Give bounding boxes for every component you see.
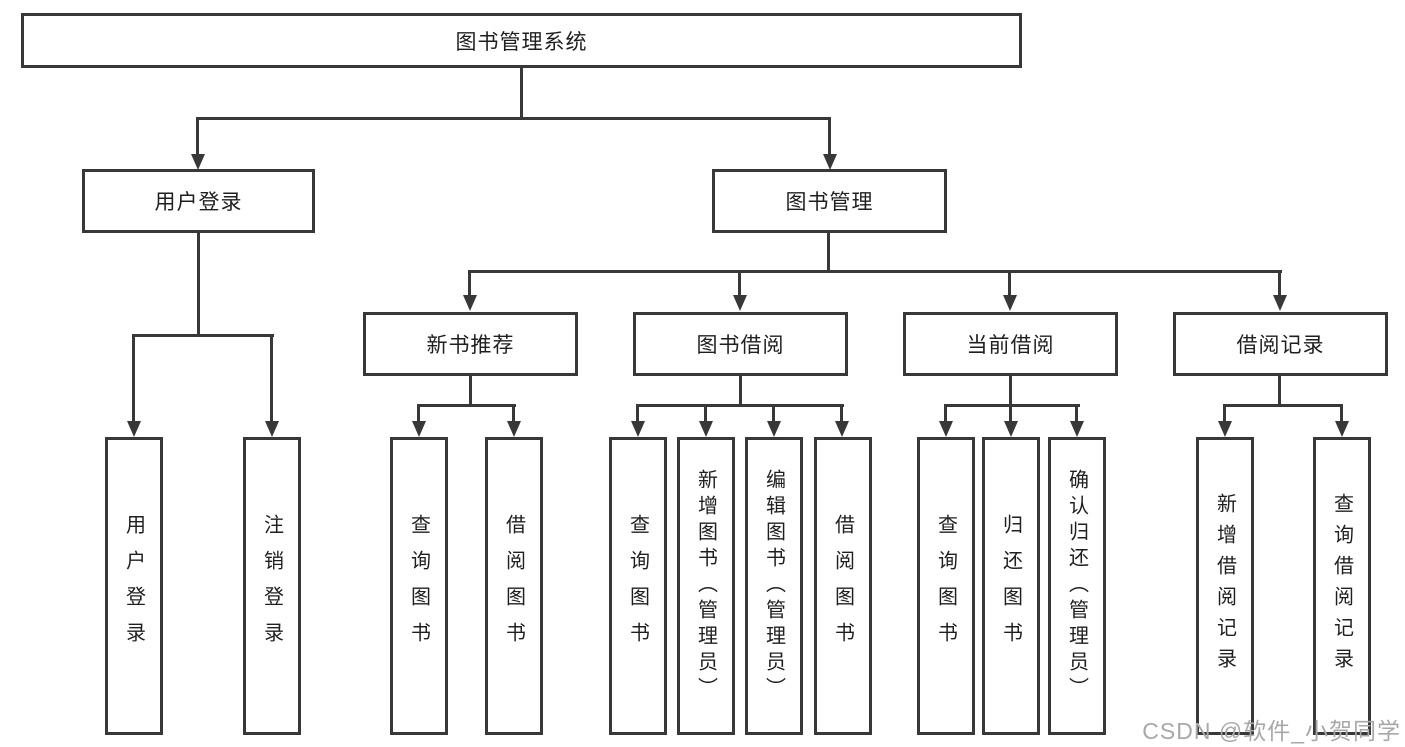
connector-root-split bbox=[196, 117, 831, 120]
arrowhead-new-book-icon bbox=[463, 295, 477, 311]
arrowhead-borrowing-records-icon bbox=[1273, 295, 1287, 311]
arrowhead-leaf-user-login-icon bbox=[127, 421, 141, 437]
connector-book-borrowing-stem bbox=[739, 376, 742, 407]
connector-borrowing-records-stem bbox=[1278, 376, 1281, 407]
connector-drop-bb-add bbox=[704, 404, 707, 425]
connector-drop-br-query bbox=[1340, 404, 1343, 425]
leaf-add-borrow-record: 新增借阅记录 bbox=[1196, 437, 1254, 735]
arrowhead-leaf-logout-icon bbox=[265, 421, 279, 437]
leaf-edit-books-admin: 编辑图书（管理员） bbox=[745, 437, 803, 735]
arrowhead-nb-query-icon bbox=[412, 421, 426, 437]
arrowhead-bb-edit-icon bbox=[767, 421, 781, 437]
arrowhead-book-borrowing-icon bbox=[733, 295, 747, 311]
connector-drop-cb-return bbox=[1009, 404, 1012, 425]
connector-drop-cb-query bbox=[944, 404, 947, 425]
connector-drop-leaf-logout bbox=[270, 334, 273, 425]
csdn-watermark: CSDN @软件_小贺同学 bbox=[1142, 718, 1401, 744]
leaf-borrow-books-recommend: 借阅图书 bbox=[485, 437, 543, 735]
arrowhead-br-add-icon bbox=[1218, 421, 1232, 437]
connector-current-borrowing-stem bbox=[1009, 376, 1012, 407]
arrowhead-current-borrowing-icon bbox=[1003, 295, 1017, 311]
arrowhead-user-login-icon bbox=[191, 154, 205, 170]
node-current-borrowing: 当前借阅 bbox=[903, 312, 1118, 376]
arrowhead-br-query-icon bbox=[1335, 421, 1349, 437]
connector-current-borrowing-split bbox=[944, 404, 1080, 407]
leaf-query-books-current: 查询图书 bbox=[917, 437, 975, 735]
connector-root-stem bbox=[520, 68, 523, 117]
arrowhead-bb-query-icon bbox=[631, 421, 645, 437]
connector-new-book-stem bbox=[469, 376, 472, 407]
node-borrowing-records: 借阅记录 bbox=[1173, 312, 1388, 376]
connector-drop-bb-query bbox=[636, 404, 639, 425]
connector-user-login-stem bbox=[197, 233, 200, 337]
leaf-query-borrow-record: 查询借阅记录 bbox=[1313, 437, 1371, 735]
connector-drop-nb-query bbox=[417, 404, 420, 425]
leaf-logout: 注销登录 bbox=[243, 437, 301, 735]
connector-book-management-stem bbox=[827, 233, 830, 273]
arrowhead-book-management-icon bbox=[823, 154, 837, 170]
arrowhead-cb-return-icon bbox=[1004, 421, 1018, 437]
leaf-query-books-recommend: 查询图书 bbox=[390, 437, 448, 735]
connector-drop-book-borrowing bbox=[738, 270, 741, 299]
connector-drop-new-book bbox=[468, 270, 471, 299]
connector-borrowing-records-split bbox=[1223, 404, 1343, 407]
connector-drop-nb-borrow bbox=[512, 404, 515, 425]
node-new-book-recommend: 新书推荐 bbox=[363, 312, 578, 376]
arrowhead-cb-confirm-icon bbox=[1070, 421, 1084, 437]
node-book-borrowing: 图书借阅 bbox=[633, 312, 848, 376]
arrowhead-cb-query-icon bbox=[939, 421, 953, 437]
connector-book-borrowing-split bbox=[636, 404, 844, 407]
connector-drop-bb-edit bbox=[772, 404, 775, 425]
node-user-login: 用户登录 bbox=[82, 169, 315, 233]
node-book-management: 图书管理 bbox=[712, 169, 947, 233]
leaf-return-books: 归还图书 bbox=[982, 437, 1040, 735]
connector-drop-book-management bbox=[828, 117, 831, 158]
leaf-add-books-admin: 新增图书（管理员） bbox=[677, 437, 735, 735]
connector-drop-current-borrowing bbox=[1008, 270, 1011, 299]
connector-drop-bb-borrow bbox=[840, 404, 843, 425]
arrowhead-nb-borrow-icon bbox=[507, 421, 521, 437]
leaf-confirm-return-admin: 确认归还（管理员） bbox=[1048, 437, 1106, 735]
connector-drop-cb-confirm bbox=[1075, 404, 1078, 425]
connector-drop-br-add bbox=[1223, 404, 1226, 425]
connector-user-login-split bbox=[132, 334, 274, 337]
leaf-query-books-borrowing: 查询图书 bbox=[609, 437, 667, 735]
connector-drop-borrowing-records bbox=[1278, 270, 1281, 299]
connector-drop-leaf-user-login bbox=[132, 334, 135, 425]
connector-new-book-split bbox=[417, 404, 516, 407]
leaf-user-login: 用户登录 bbox=[105, 437, 163, 735]
connector-drop-user-login bbox=[196, 117, 199, 158]
connector-book-management-split bbox=[468, 270, 1282, 273]
node-root: 图书管理系统 bbox=[21, 13, 1022, 68]
arrowhead-bb-add-icon bbox=[699, 421, 713, 437]
arrowhead-bb-borrow-icon bbox=[835, 421, 849, 437]
leaf-borrow-books-borrowing: 借阅图书 bbox=[814, 437, 872, 735]
